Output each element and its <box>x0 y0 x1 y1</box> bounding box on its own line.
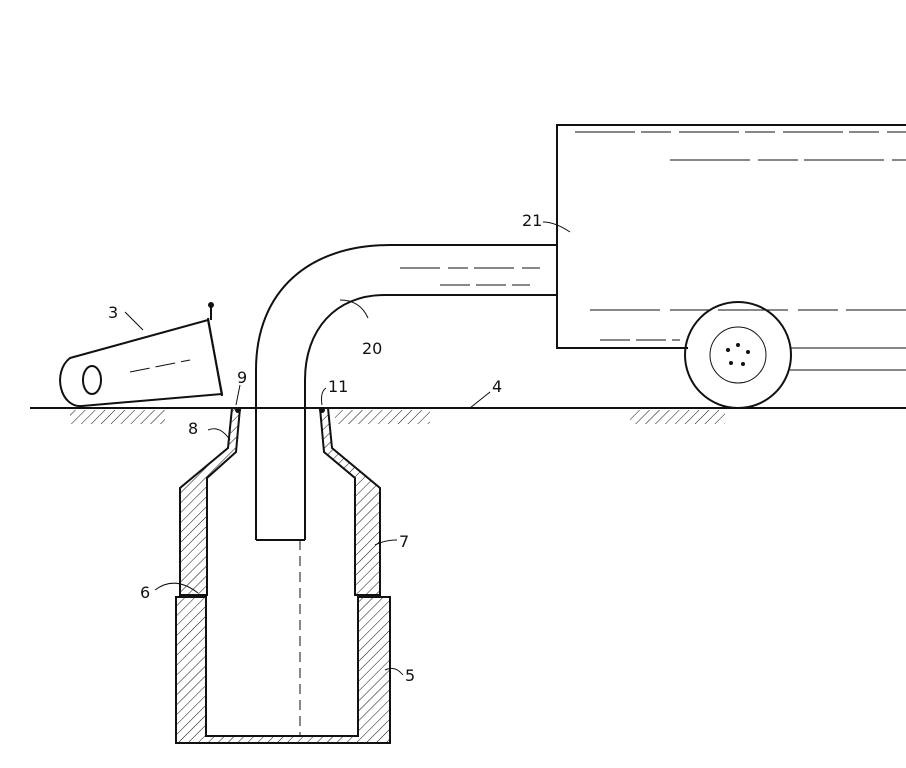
truck-wheel <box>685 302 791 408</box>
hose <box>256 245 557 540</box>
label-hose: 20 <box>362 339 382 358</box>
label-truck: 21 <box>522 211 542 230</box>
bucket <box>60 302 222 406</box>
label-upper-section: 7 <box>399 532 409 551</box>
label-bucket: 3 <box>108 303 118 322</box>
label-ground: 4 <box>492 377 502 396</box>
label-neck: 8 <box>188 419 198 438</box>
upper-section <box>180 407 380 595</box>
label-joint: 6 <box>140 583 150 602</box>
truck <box>557 125 906 370</box>
label-seal-right: 11 <box>328 377 348 396</box>
label-seal-left: 9 <box>237 368 247 387</box>
label-lower-container: 5 <box>405 666 415 685</box>
ground-line <box>30 408 906 424</box>
